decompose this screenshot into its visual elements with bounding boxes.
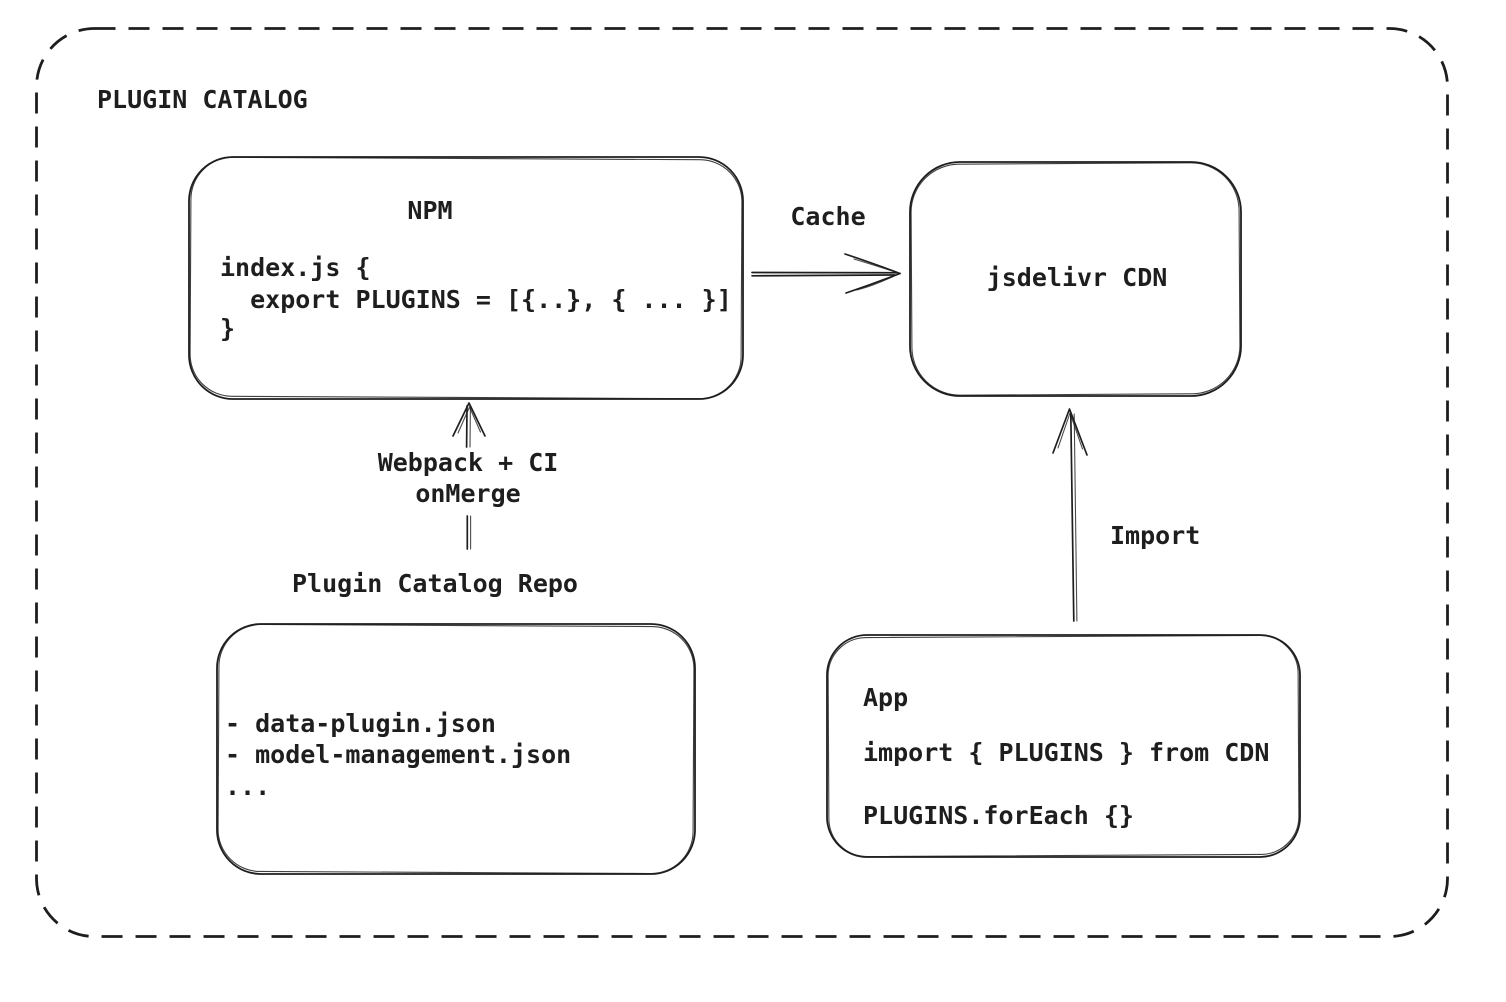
repo-file-item: ... (225, 772, 271, 801)
cache-arrow (751, 253, 901, 294)
npm-code-line: } (220, 314, 236, 343)
npm-code-line: index.js { (220, 253, 371, 282)
build-arrow (452, 402, 486, 550)
diagram-title: PLUGIN CATALOG (97, 85, 308, 114)
repo-file-item: - data-plugin.json (225, 709, 496, 738)
app-box (826, 634, 1301, 858)
app-code-line: import { PLUGINS } from CDN (863, 738, 1270, 767)
repo-file-item: - model-management.json (225, 740, 572, 769)
repo-box (216, 623, 696, 875)
cdn-box (909, 161, 1242, 397)
cdn-title: jsdelivr CDN (986, 263, 1168, 292)
npm-code-line: export PLUGINS = [{..}, { ... }] (220, 285, 732, 314)
cache-edge-label: Cache (790, 202, 866, 231)
app-code-line: PLUGINS.forEach {} (863, 801, 1134, 830)
repo-heading: Plugin Catalog Repo (292, 569, 578, 598)
npm-title: NPM (407, 196, 453, 225)
npm-box (188, 156, 744, 400)
build-edge-label: Webpack + CI onMerge (377, 448, 559, 508)
import-arrow (1052, 408, 1088, 622)
catalog-frame-border (35, 27, 1449, 938)
import-edge-label: Import (1110, 521, 1201, 550)
app-title: App (863, 683, 909, 712)
